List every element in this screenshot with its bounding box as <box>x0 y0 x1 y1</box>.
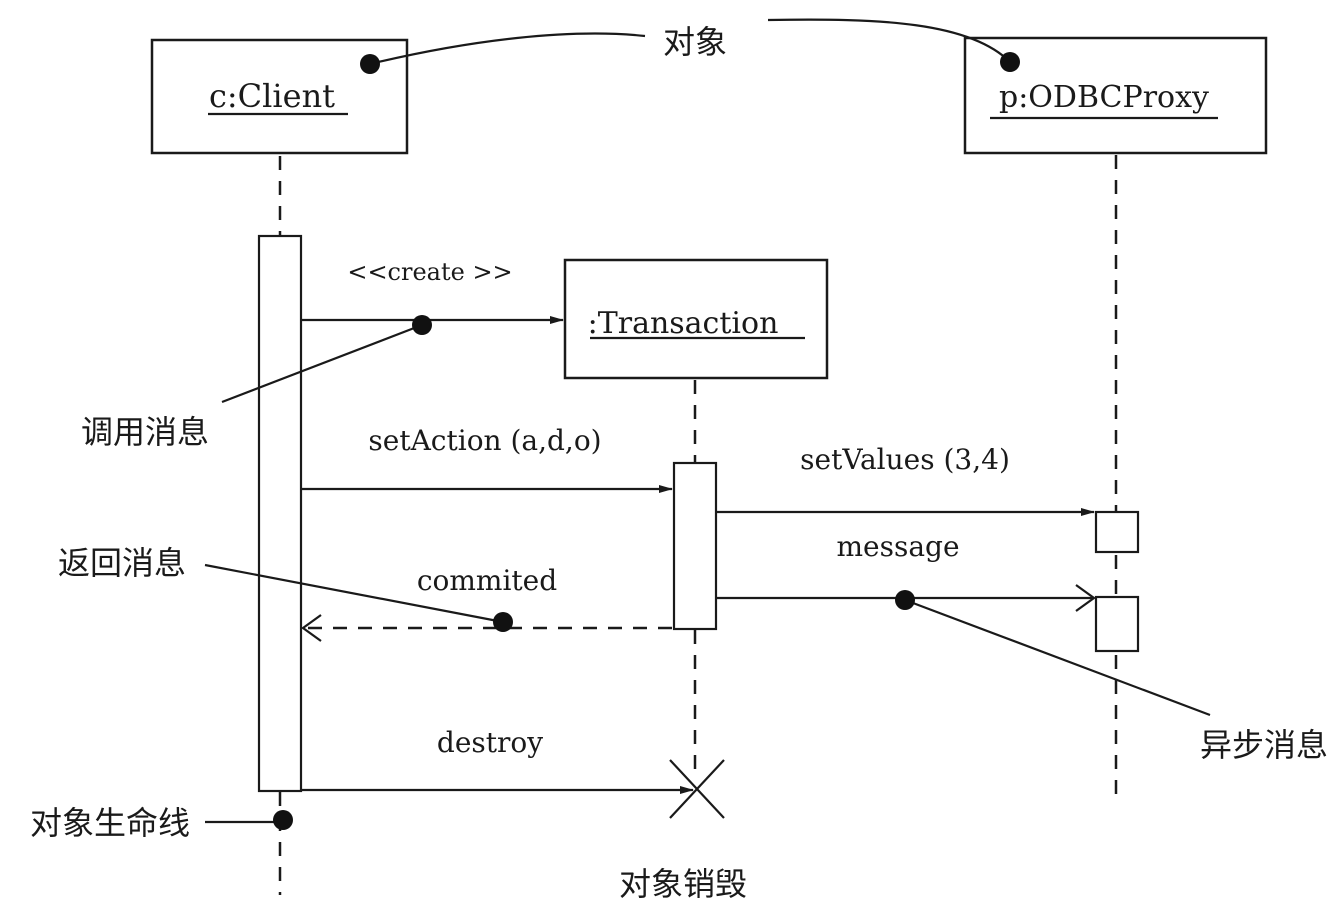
return-message-dot <box>493 612 513 632</box>
proxy-activation-bar-1 <box>1094 510 1140 554</box>
set-action-message-label: setAction (a,d,o) <box>368 424 601 457</box>
object-annotation-leader-right <box>767 18 1011 63</box>
lifeline-dot <box>273 810 293 830</box>
object-annotation: 对象 <box>663 23 727 61</box>
client-object-label: c:Client <box>209 77 335 115</box>
destruction-annotation: 对象销毁 <box>619 865 747 903</box>
async-open-arrowhead <box>1075 584 1096 612</box>
transaction-activation-bar <box>672 461 718 631</box>
destroy-message-label: destroy <box>437 726 543 759</box>
object-annotation-dot-right <box>1000 52 1020 72</box>
async-message-leader <box>904 598 1211 717</box>
async-message-annotation: 异步消息 <box>1200 726 1328 764</box>
create-message-label: <<create >> <box>347 258 512 286</box>
async-message-label: message <box>836 530 959 563</box>
set-values-message-label: setValues (3,4) <box>800 443 1010 476</box>
call-message-annotation: 调用消息 <box>81 413 209 451</box>
call-message-dot <box>412 315 432 335</box>
async-message-dot <box>895 590 915 610</box>
transaction-object-label: :Transaction <box>588 306 779 341</box>
return-message-annotation: 返回消息 <box>58 544 186 582</box>
return-open-arrowhead <box>301 614 322 642</box>
object-annotation-dot-left <box>360 54 380 74</box>
proxy-activation-bar-2 <box>1094 595 1140 653</box>
return-message-leader <box>204 563 504 624</box>
proxy-object: p:ODBCProxy <box>963 36 1268 155</box>
client-activation-bar <box>257 234 303 793</box>
return-message-label: commited <box>417 564 557 597</box>
transaction-object: :Transaction <box>563 258 829 380</box>
object-annotation-leader-left <box>369 32 646 66</box>
proxy-object-label: p:ODBCProxy <box>999 80 1209 115</box>
destruction-x-mark <box>669 759 725 819</box>
call-message-leader <box>221 323 423 404</box>
lifeline-annotation: 对象生命线 <box>30 804 190 842</box>
